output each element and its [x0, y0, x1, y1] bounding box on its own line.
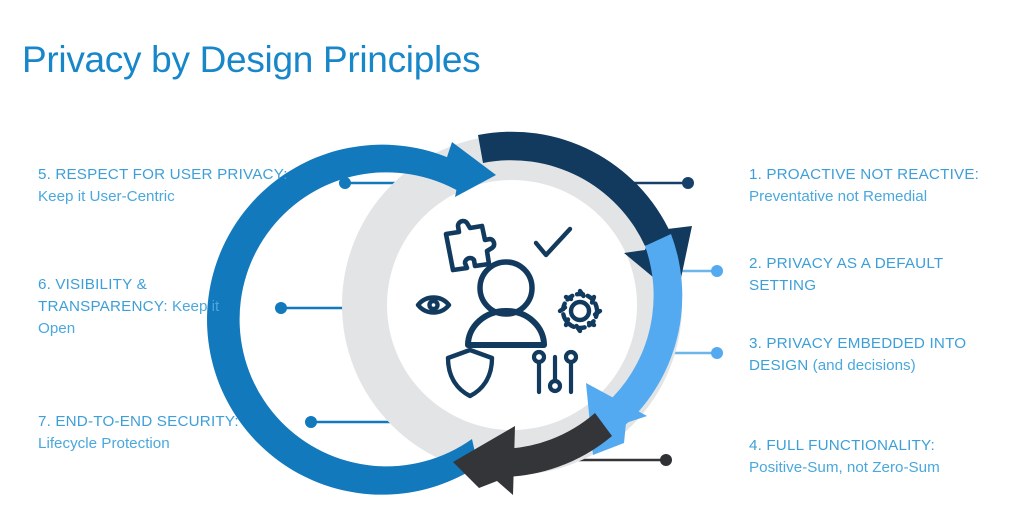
principle-3-label: 3. PRIVACY EMBEDDED INTO DESIGN (and dec… [749, 333, 1001, 377]
principle-5-heading: RESPECT FOR USER PRIVACY: [55, 166, 288, 183]
shield-icon [445, 347, 495, 399]
principle-3-subtext: (and decisions) [812, 357, 916, 374]
arc-arrow-black [453, 413, 612, 495]
principle-7-label: 7. END-TO-END SECURITY: Lifecycle Protec… [38, 411, 306, 455]
connector-principle-6 [275, 302, 352, 314]
principle-7-heading: END-TO-END SECURITY: [55, 413, 239, 430]
principle-7-subtext: Lifecycle Protection [38, 435, 170, 452]
principle-6-label: 6. VISIBILITY & TRANSPARENCY: Keep it Op… [38, 274, 243, 340]
principle-6-heading: VISIBILITY & TRANSPARENCY: [38, 276, 168, 315]
gear-icon [557, 288, 603, 334]
connector-principle-7 [305, 416, 400, 428]
principle-4-label: 4. FULL FUNCTIONALITY: Positive-Sum, not… [749, 435, 1011, 479]
principle-1-subtext: Preventative not Remedial [749, 188, 928, 205]
principle-5-subtext: Keep it User-Centric [38, 188, 175, 205]
eye-icon [415, 295, 452, 315]
sliders-icon [531, 349, 579, 395]
principle-6-subtext: Keep it Open [38, 298, 220, 337]
page-title: Privacy by Design Principles [22, 38, 481, 80]
principle-3-number: 3. [749, 335, 763, 352]
principle-1-heading: PROACTIVE NOT REACTIVE: [766, 166, 980, 183]
principle-2-heading: PRIVACY AS A DEFAULT SETTING [749, 255, 944, 294]
principle-5-label: 5. RESPECT FOR USER PRIVACY: Keep it Use… [38, 164, 306, 208]
principle-4-number: 4. [749, 437, 763, 454]
principle-2-label: 2. PRIVACY AS A DEFAULT SETTING [749, 253, 999, 297]
principle-4-heading: FULL FUNCTIONALITY: [766, 437, 935, 454]
principle-7-number: 7. [38, 413, 52, 430]
connector-principle-4 [578, 454, 672, 466]
check-mark-icon [533, 226, 573, 258]
principle-5-number: 5. [38, 166, 52, 183]
user-person-icon [465, 259, 547, 348]
principle-4-subtext: Positive-Sum, not Zero-Sum [749, 459, 940, 476]
principle-1-number: 1. [749, 166, 763, 183]
principle-3-heading: PRIVACY EMBEDDED INTO DESIGN [749, 335, 967, 374]
arc-arrow-blue [207, 142, 496, 495]
principle-2-number: 2. [749, 255, 763, 272]
principle-1-label: 1. PROACTIVE NOT REACTIVE: Preventative … [749, 164, 1011, 208]
puzzle-piece-icon [443, 218, 497, 273]
principle-6-number: 6. [38, 276, 52, 293]
